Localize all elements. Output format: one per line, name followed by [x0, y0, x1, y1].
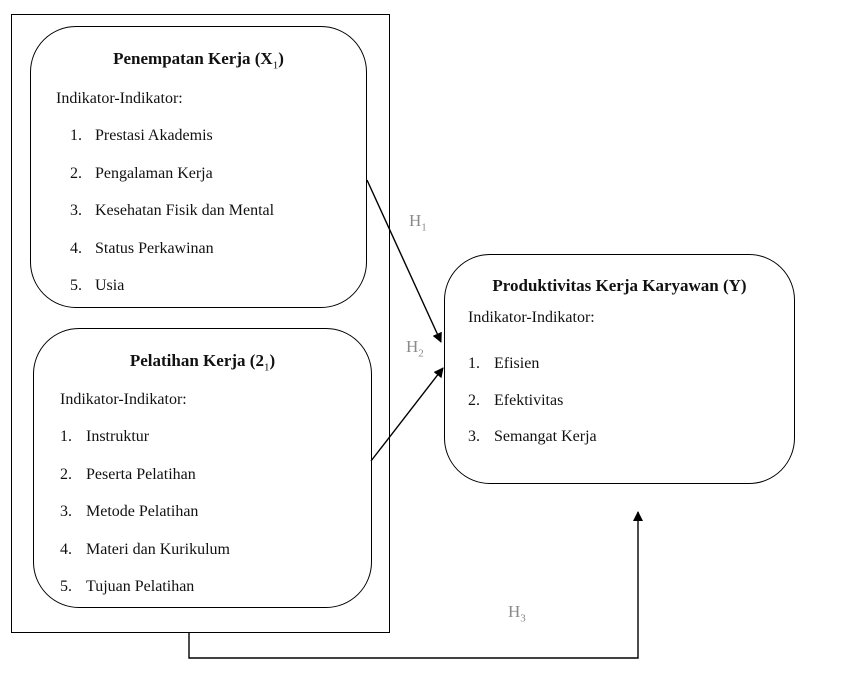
arrow-h3 [188, 511, 643, 659]
indicator-item: 3. Metode Pelatihan [60, 503, 230, 541]
hypothesis-label-h3: H3 [508, 602, 526, 624]
indicator-number: 2. [468, 391, 480, 409]
indicator-number: 2. [70, 164, 82, 182]
box-title-x2: Pelatihan Kerja (21) [34, 351, 371, 373]
indicator-text: Semangat Kerja [494, 428, 597, 445]
indicator-item: 2. Pengalaman Kerja [70, 165, 274, 203]
indicator-item: 4. Status Perkawinan [70, 240, 274, 278]
indicator-number: 5. [60, 578, 72, 595]
indicator-text: Status Perkawinan [95, 239, 214, 257]
indicator-number: 1. [60, 428, 72, 445]
hypothesis-label-h1: H1 [409, 211, 427, 233]
title-close: ) [278, 49, 284, 68]
indicator-number: 3. [70, 202, 82, 219]
indicator-item: 1. Instruktur [60, 428, 230, 466]
indicator-text: Efektivitas [494, 391, 564, 409]
hyp-sub: 1 [421, 221, 427, 234]
indicator-item: 4. Materi dan Kurikulum [60, 541, 230, 579]
box-pelatihan-kerja: Pelatihan Kerja (21) Indikator-Indikator… [33, 328, 372, 608]
indicator-text: Efisien [494, 355, 540, 372]
hypothesis-label-h2: H2 [406, 337, 424, 359]
indicator-number: 3. [60, 503, 72, 520]
indicator-list: 1. Prestasi Akademis 2. Pengalaman Kerja 3. K… [70, 127, 274, 307]
indicator-label: Indikator-Indikator: [60, 391, 187, 408]
indicator-text: Usia [95, 277, 125, 294]
group-frame [11, 14, 390, 633]
indicator-text: Pengalaman Kerja [95, 164, 213, 182]
arrow-h2 [370, 367, 444, 462]
hyp-main: H [409, 211, 422, 230]
box-penempatan-kerja: Penempatan Kerja (X1) Indikator-Indikato… [30, 26, 367, 308]
indicator-text: Peserta Pelatihan [86, 465, 196, 483]
indicator-item: 1. Efisien [468, 355, 597, 392]
title-subscript: 1 [263, 361, 270, 374]
title-close: ) [269, 351, 276, 370]
indicator-number: 1. [468, 355, 480, 372]
indicator-list: 1. Efisien 2. Efektivitas 3. Semangat Kerja [468, 355, 597, 465]
hyp-sub: 2 [418, 347, 424, 360]
title-subscript: 1 [272, 59, 279, 72]
indicator-text: Tujuan Pelatihan [86, 578, 195, 595]
indicator-number: 4. [70, 239, 82, 257]
indicator-label: Indikator-Indikator: [468, 309, 595, 326]
indicator-item: 2. Efektivitas [468, 392, 597, 429]
indicator-list: 1. Instruktur 2. Peserta Pelatihan 3. Metode … [60, 428, 230, 607]
indicator-item: 3. Kesehatan Fisik dan Mental [70, 202, 274, 240]
box-title-y: Produktivitas Kerja Karyawan (Y) [492, 276, 747, 295]
indicator-item: 5. Usia [70, 277, 274, 307]
hyp-main: H [508, 602, 521, 621]
indicator-number: 2. [60, 465, 72, 483]
box-produktivitas-kerja: Produktivitas Kerja Karyawan (Y) Indikat… [444, 254, 795, 484]
indicator-label: Indikator-Indikator: [56, 90, 183, 107]
indicator-item: 3. Semangat Kerja [468, 428, 597, 465]
indicator-item: 1. Prestasi Akademis [70, 127, 274, 165]
indicator-text: Materi dan Kurikulum [86, 540, 230, 558]
indicator-text: Prestasi Akademis [95, 127, 213, 144]
indicator-item: 5. Tujuan Pelatihan [60, 578, 230, 607]
indicator-number: 5. [70, 277, 82, 294]
hyp-main: H [406, 337, 419, 356]
hyp-sub: 3 [520, 612, 526, 625]
indicator-text: Metode Pelatihan [86, 503, 199, 520]
indicator-number: 4. [60, 540, 72, 558]
indicator-item: 2. Peserta Pelatihan [60, 466, 230, 504]
indicator-text: Kesehatan Fisik dan Mental [95, 202, 275, 219]
arrow-h1 [366, 179, 442, 343]
title-main: Pelatihan Kerja (2 [129, 351, 264, 370]
box-title-x1: Penempatan Kerja (X1) [31, 49, 366, 71]
indicator-text: Instruktur [86, 428, 150, 445]
indicator-number: 1. [70, 127, 82, 144]
title-main: Penempatan Kerja (X [113, 49, 273, 68]
indicator-number: 3. [468, 428, 480, 445]
